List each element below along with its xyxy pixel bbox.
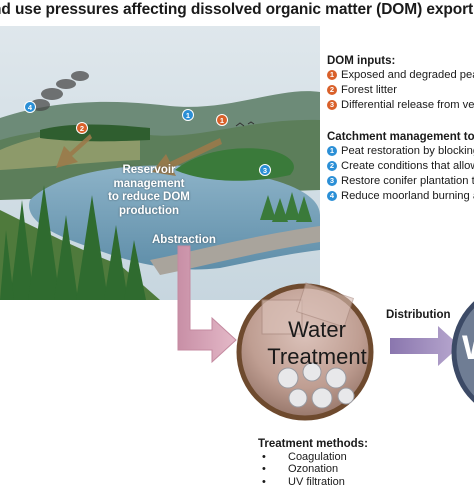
dom-inputs-heading: DOM inputs:	[327, 54, 395, 69]
number-marker: 1	[327, 146, 337, 156]
treatment-method-item: UV filtration	[258, 476, 368, 488]
water-treatment-title: Water Treatment	[252, 316, 382, 370]
scene-marker-2: 2	[77, 123, 88, 134]
scene-marker-3: 3	[260, 165, 271, 176]
number-marker: 3	[327, 176, 337, 186]
svg-text:2: 2	[80, 124, 84, 133]
svg-text:1: 1	[220, 116, 224, 125]
scene-marker-1-blue: 1	[183, 110, 194, 121]
scene-marker-4: 4	[25, 102, 36, 113]
distribution-label: Distribution	[386, 308, 451, 323]
catchment-heading: Catchment management to	[327, 130, 474, 145]
distribution-arrow	[390, 326, 460, 366]
reservoir-management-label: Reservoir management to reduce DOM produ…	[94, 164, 204, 218]
number-marker: 2	[327, 85, 337, 95]
svg-text:1: 1	[186, 111, 190, 120]
number-marker: 2	[327, 161, 337, 171]
partial-circle-letter: W	[462, 330, 474, 366]
svg-text:3: 3	[263, 166, 267, 175]
treatment-methods-list: Treatment methods: Coagulation Ozonation…	[258, 438, 368, 488]
number-marker: 4	[327, 191, 337, 201]
abstraction-label: Abstraction	[152, 234, 216, 248]
forest-island	[40, 125, 150, 142]
scene-marker-1-orange: 1	[217, 115, 228, 126]
number-marker: 1	[327, 70, 337, 80]
number-marker: 3	[327, 100, 337, 110]
treatment-methods-heading: Treatment methods:	[258, 438, 368, 451]
treatment-method-item: Coagulation	[258, 451, 368, 464]
